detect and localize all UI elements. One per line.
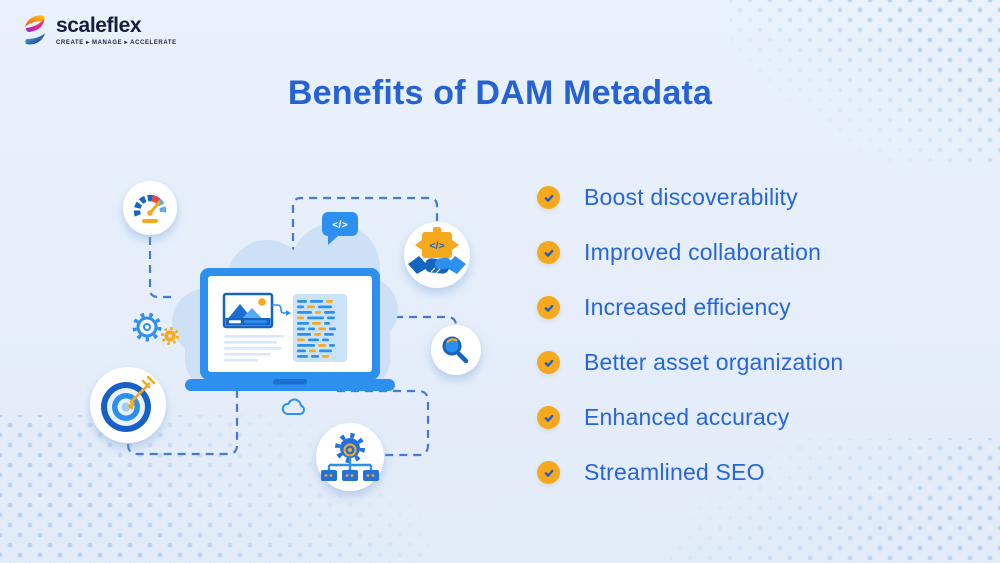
benefit-label: Increased efficiency <box>584 294 791 320</box>
benefit-label: Boost discoverability <box>584 184 798 210</box>
check-icon <box>537 296 560 319</box>
benefit-item: Increased efficiency <box>537 280 843 335</box>
speedometer-icon <box>123 181 177 235</box>
check-icon <box>537 351 560 374</box>
code-speech-bubble-icon: </> <box>322 212 358 245</box>
image-thumbnail-icon <box>222 292 274 329</box>
check-icon <box>537 461 560 484</box>
check-icon <box>537 186 560 209</box>
check-icon <box>537 241 560 264</box>
search-icon <box>431 325 481 375</box>
check-icon <box>537 406 560 429</box>
benefit-label: Streamlined SEO <box>584 459 765 485</box>
svg-text:</>: </> <box>332 219 347 231</box>
svg-text:</>: </> <box>429 240 444 252</box>
benefit-item: Streamlined SEO <box>537 445 843 500</box>
dashed-connector-paths <box>126 196 458 457</box>
benefit-label: Improved collaboration <box>584 239 822 265</box>
integration-handshake-icon: </> <box>404 222 470 288</box>
benefit-label: Better asset organization <box>584 349 844 375</box>
laptop-screen <box>185 268 395 391</box>
page-title: Benefits of DAM Metadata <box>287 74 713 112</box>
workflow-gear-icon <box>316 423 384 491</box>
brand-name: scaleflex <box>56 13 142 37</box>
benefits-list: Boost discoverability Improved collabora… <box>537 170 843 500</box>
benefit-item: Improved collaboration <box>537 225 843 280</box>
benefit-item: Better asset organization <box>537 335 843 390</box>
target-icon <box>90 367 166 443</box>
cloud-sync-icon <box>281 398 305 415</box>
scaleflex-logo-icon <box>25 15 45 45</box>
benefit-label: Enhanced accuracy <box>584 404 790 430</box>
dam-illustration: </> <box>85 160 505 520</box>
connector-arrow <box>272 304 291 316</box>
text-lines <box>224 335 284 362</box>
gears-icon <box>132 312 179 345</box>
scaleflex-logo: scaleflex CREATE ▸ MANAGE ▸ ACCELERATE <box>22 13 177 47</box>
brand-tagline: CREATE ▸ MANAGE ▸ ACCELERATE <box>56 39 177 46</box>
benefit-item: Boost discoverability <box>537 170 843 225</box>
metadata-panel <box>293 294 347 362</box>
benefit-item: Enhanced accuracy <box>537 390 843 445</box>
